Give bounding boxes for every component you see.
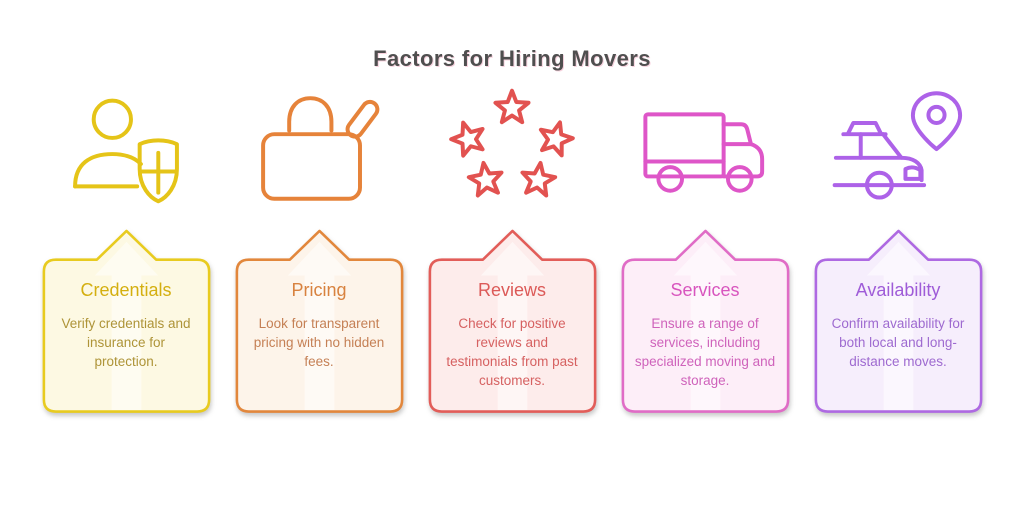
person-shield-plus-icon — [46, 80, 206, 212]
pricing-card: Pricing Look for transparent pricing wit… — [234, 228, 405, 414]
card-bubble — [428, 229, 596, 413]
card-bubble — [621, 229, 789, 413]
card-content: Services Ensure a range of services, inc… — [620, 260, 791, 391]
card-bubble — [235, 229, 403, 413]
factor-column-credentials: Credentials Verify credentials and insur… — [41, 80, 212, 414]
services-card: Services Ensure a range of services, inc… — [620, 228, 791, 414]
availability-card: Availability Confirm availability for bo… — [813, 228, 984, 414]
card-title: Reviews — [477, 280, 547, 300]
factor-column-pricing: Pricing Look for transparent pricing wit… — [234, 80, 405, 414]
card-bubble — [42, 229, 210, 413]
page-title: Factors for Hiring Movers — [373, 46, 651, 71]
card-body: Look for transparent pricing with no hid… — [253, 316, 385, 370]
factor-column-services: Services Ensure a range of services, inc… — [620, 80, 791, 414]
card-content: Reviews Check for positive reviews and t… — [427, 260, 598, 391]
card-content: Pricing Look for transparent pricing wit… — [234, 260, 405, 371]
car-location-pin-icon — [818, 80, 978, 212]
card-body: Check for positive reviews and testimoni… — [446, 316, 578, 389]
card-bubble — [814, 229, 982, 413]
reviews-card: Reviews Check for positive reviews and t… — [427, 228, 598, 414]
card-body: Ensure a range of services, including sp… — [634, 316, 776, 389]
factors-row: Credentials Verify credentials and insur… — [0, 80, 1024, 414]
shopping-bag-price-tag-icon — [239, 80, 399, 212]
card-title: Pricing — [291, 280, 347, 300]
five-stars-icon — [432, 80, 592, 212]
card-body: Verify credentials and insurance for pro… — [61, 316, 191, 370]
credentials-card: Credentials Verify credentials and insur… — [41, 228, 212, 414]
factor-column-reviews: Reviews Check for positive reviews and t… — [427, 80, 598, 414]
card-title: Services — [670, 280, 740, 300]
card-body: Confirm availability for both local and … — [831, 316, 965, 370]
card-title: Credentials — [80, 280, 172, 300]
factor-column-availability: Availability Confirm availability for bo… — [813, 80, 984, 414]
card-content: Credentials Verify credentials and insur… — [41, 260, 212, 371]
moving-truck-icon — [625, 80, 785, 212]
card-content: Availability Confirm availability for bo… — [813, 260, 984, 371]
card-title: Availability — [855, 280, 941, 300]
